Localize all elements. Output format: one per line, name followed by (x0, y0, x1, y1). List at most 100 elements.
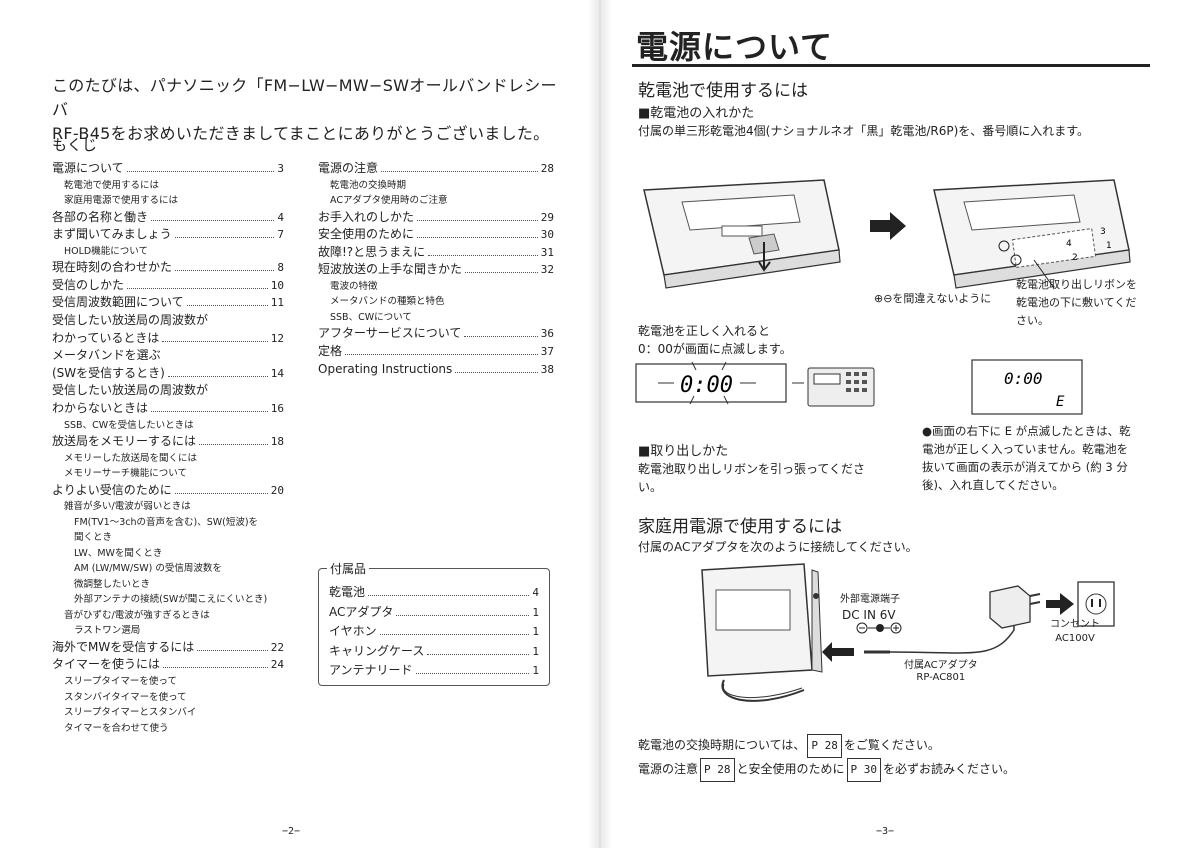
toc-entry-title: わかっているときは (52, 330, 160, 345)
toc-entry-title: 安全使用のために (318, 227, 415, 242)
accessory-name: アンテナリード (329, 663, 413, 677)
toc-subentry: 乾電池で使用するには (64, 179, 160, 191)
toc-subentry: SSB、CWについて (330, 311, 412, 323)
toc-leader-dots (174, 227, 275, 239)
accessory-leader-dots (427, 644, 530, 655)
toc-entry-page: 3 (277, 162, 284, 175)
accessory-name: イヤホン (329, 624, 377, 638)
page-number-right: −3− (876, 826, 895, 837)
toc-entry-page: 4 (277, 210, 284, 224)
toc-entry-title: タイマーを使うには (52, 657, 161, 672)
svg-text:3: 3 (1100, 227, 1106, 237)
toc-subentry: スリープタイマーを使って (64, 676, 177, 687)
toc-entry-title: 電源の注意 (318, 161, 379, 175)
outlet-icon (1077, 581, 1115, 627)
svg-text:4: 4 (1066, 239, 1072, 249)
left-arrow-icon (822, 642, 854, 662)
toc-leader-dots (199, 434, 268, 446)
toc-leader-dots (345, 344, 538, 356)
svg-text:E: E (1056, 394, 1065, 410)
toc-entry-title: 現在時刻の合わせかた (52, 260, 173, 275)
toc-entry-title: 放送局をメモリーするには (52, 434, 197, 449)
toc-subentry: HOLD機能について (64, 245, 148, 257)
toc-leader-dots (455, 362, 538, 373)
jack-label: 外部電源端子 (840, 594, 900, 605)
radio-front-icon (807, 367, 875, 407)
toc-entry-title: よりよい受信のために (52, 482, 172, 497)
accessory-count: 1 (532, 605, 539, 619)
toc-subentry: メモリーした放送局を聞くには (64, 452, 198, 464)
toc-entry-page: 31 (540, 245, 554, 259)
accessories-title: 付属品 (327, 560, 370, 577)
page-ref: P 30 (846, 758, 882, 782)
toc-entry: (SWを受信するとき)14 (52, 365, 284, 383)
toc-entry-page: 18 (270, 435, 284, 449)
page-title: 電源について (636, 28, 834, 66)
toc-subentry: 聞くとき (74, 532, 113, 544)
outlet-label: コンセント AC100V (1050, 619, 1100, 644)
jack-spec: DC IN 6V (842, 608, 896, 622)
book-gutter (588, 0, 612, 848)
page-ref: P 28 (807, 734, 842, 758)
accessory-leader-dots (396, 605, 530, 616)
toc-entry: 安全使用のために 30 (318, 226, 554, 244)
toc-leader-dots (197, 640, 268, 651)
toc-entry-title: 故障!?と思うまえに (318, 244, 426, 259)
svg-text:0:00: 0:00 (1004, 369, 1043, 388)
toc-leader-dots (464, 326, 538, 338)
ac-text: 付属のACアダプタを次のように接続してください。 (638, 540, 918, 554)
toc-entry-title: お手入れのしかた (318, 209, 415, 224)
adapter-label: 付属ACアダプタ RP-AC801 (904, 660, 978, 683)
right-arrow-icon (1046, 593, 1074, 615)
toc-title: もくじ (52, 136, 98, 154)
right-page: 電源について 乾電池で使用するには ■乾電池の入れかた 付属の単三形乾電池4個(… (604, 0, 1200, 848)
svg-text:2: 2 (1072, 253, 1078, 263)
toc-entry-page: 16 (270, 402, 284, 416)
toc-entry: 放送局をメモリーするには 18 (52, 433, 284, 451)
page-number-left: −2− (282, 826, 301, 837)
toc-subentry: 外部アンテナの接続(SWが聞こえにくいとき) (74, 594, 268, 606)
battery-heading: 乾電池で使用するには (638, 81, 808, 101)
toc-entry-page: 36 (540, 327, 554, 341)
toc-subentry: ACアダプタ使用時のご注意 (330, 195, 448, 207)
toc-subentry: 電波の特徴 (330, 280, 378, 292)
toc-entry-page: 7 (277, 228, 284, 242)
toc-entry-page: 10 (270, 278, 284, 292)
toc-entry: 故障!?と思うまえに 31 (318, 244, 554, 262)
remove-text: 乾電池取り出しリボンを引っ張ってくださ い。 (638, 462, 866, 494)
toc-subentry: SSB、CWを受信したいときは (64, 419, 194, 431)
ac-heading: 家庭用電源で使用するには (638, 517, 842, 537)
toc-subentry: 雑音が多い/電波が弱いときは (64, 501, 191, 513)
plus-terminal-icon (998, 240, 1010, 252)
toc-entry-title: 受信したい放送局の周波数が (52, 313, 209, 328)
toc-entry-page: 30 (540, 228, 554, 242)
toc-entry-title: メータバンドを選ぶ (52, 348, 161, 363)
polarity-symbol (856, 622, 902, 634)
toc-leader-dots (175, 260, 275, 272)
lcd-blink-illustration: 0:00 (635, 361, 875, 407)
accessory-leader-dots (368, 585, 530, 596)
toc-entry-title: Operating Instructions (318, 361, 453, 376)
toc-entry-title: 受信したい放送局の周波数が (52, 383, 209, 398)
lcd-error-illustration: 0:00 E (971, 359, 1083, 415)
toc-entry: アフターサービスについて 36 (318, 325, 554, 343)
toc-entry-page: 37 (540, 345, 554, 359)
toc-entry-title: アフターサービスについて (318, 326, 462, 341)
toc-leader-dots (186, 295, 268, 307)
ac-adapter-icon (989, 585, 1041, 629)
toc-entry-title: 定格 (318, 344, 343, 359)
